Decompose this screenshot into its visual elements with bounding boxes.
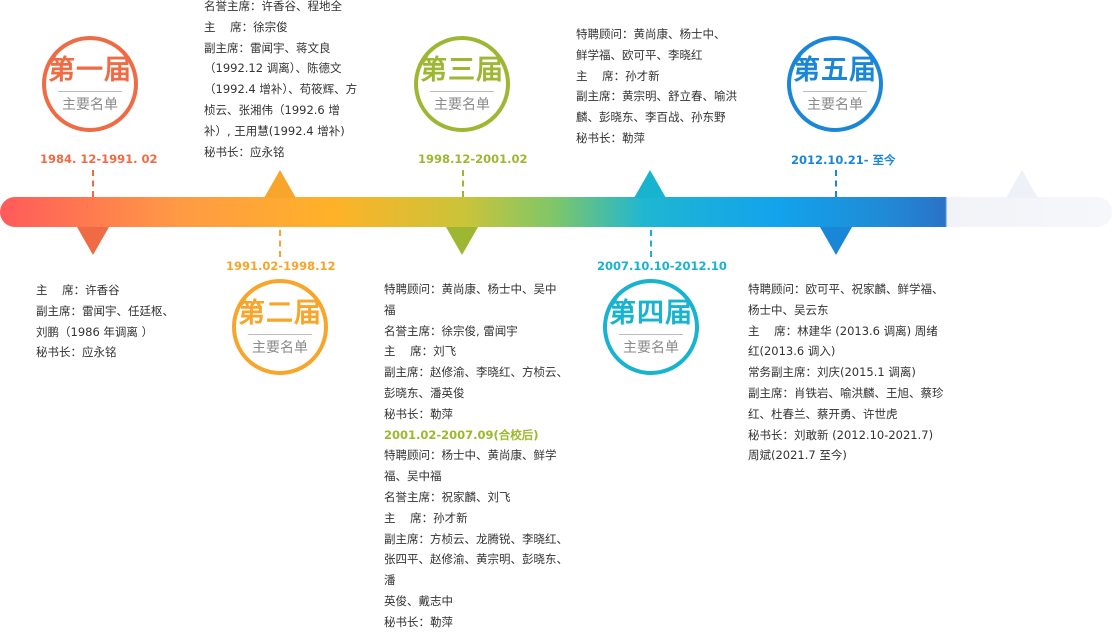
term5-connector — [835, 170, 837, 197]
term3-line: 福 — [384, 302, 396, 317]
term5-line: 主 席：林建华 (2013.6 调离) 周绪 — [748, 323, 938, 338]
term4-badge: 第四届 主要名单 — [603, 279, 699, 375]
term1-subtitle: 主要名单 — [62, 97, 118, 113]
term2-badge: 第二届 主要名单 — [232, 279, 328, 375]
term3-connector — [462, 170, 464, 197]
term3-subtitle: 主要名单 — [434, 97, 490, 113]
ghost-marker — [1006, 170, 1038, 198]
term3-members: 特聘顾问：黄尚康、杨士中、吴中 福 名誉主席：徐宗俊, 雷闻宇 主 席：刘飞 副… — [384, 279, 568, 633]
term1-marker — [77, 227, 109, 255]
term3-merged-line: 英俊、戴志中 — [384, 593, 453, 608]
term5-line: 杨士中、吴云东 — [748, 302, 829, 317]
term2-members: 名誉主席：许香谷、程地全 主 席：徐宗俊 副主席：雷闻宇、蒋文良 （1992.1… — [204, 0, 366, 162]
term4-line: 鲜学福、欧可平、李晓红 — [576, 47, 703, 62]
term3-merged-line: 主 席：孙才新 — [384, 510, 468, 525]
term3-badge: 第三届 主要名单 — [414, 36, 510, 132]
term5-line: 红(2013.6 调入) — [748, 344, 836, 359]
term5-divider — [803, 91, 867, 92]
term4-marker — [634, 170, 666, 198]
term2-line: 补）, 王用慧(1992.4 增补) — [204, 123, 345, 138]
term5-badge: 第五届 主要名单 — [787, 36, 883, 132]
term5-members: 特聘顾问：欧可平、祝家麟、鲜学福、 杨士中、吴云东 主 席：林建华 (2013.… — [748, 279, 948, 466]
term2-line: （1992.12 调离）、陈德文 — [204, 61, 342, 76]
term1-badge: 第一届 主要名单 — [42, 36, 138, 132]
term2-line: 秘书长：应永铭 — [204, 144, 285, 159]
term1-members: 主 席：许香谷 副主席：雷闻宇、任廷枢、 刘鹏（1986 年调离 ） 秘书长：应… — [36, 280, 196, 363]
term1-connector — [92, 170, 94, 197]
term2-line: 主 席：徐宗俊 — [204, 19, 288, 34]
timeline-bar — [0, 197, 1112, 227]
term2-line: 副主席：雷闻宇、蒋文良 — [204, 40, 331, 55]
term3-merged-period: 2001.02-2007.09(合校后) — [384, 427, 539, 442]
term3-date: 1998.12-2001.02 — [418, 152, 528, 166]
term4-line: 特聘顾问：黄尚康、杨士中、 — [576, 27, 726, 41]
term3-line: 主 席：刘飞 — [384, 344, 457, 359]
term5-line: 副主席：肖铁岩、喻洪麟、王旭、蔡珍 — [748, 385, 944, 400]
term5-subtitle: 主要名单 — [807, 97, 863, 113]
term3-merged-line: 名誉主席：祝家麟、刘飞 — [384, 489, 511, 504]
term1-line: 秘书长：应永铭 — [36, 345, 117, 360]
term2-divider — [248, 334, 312, 335]
term2-marker — [264, 170, 296, 198]
term5-line: 周斌(2021.7 至今) — [748, 448, 847, 463]
term3-title: 第三届 — [420, 55, 504, 86]
term4-line: 麟、彭晓东、李百战、孙东野 — [576, 110, 726, 125]
term3-merged-line: 福、吴中福 — [384, 469, 442, 484]
term1-line: 副主席：雷闻宇、任廷枢、 — [36, 303, 174, 318]
term3-marker — [446, 227, 478, 255]
term4-line: 主 席：孙才新 — [576, 68, 660, 83]
term3-merged-line: 特聘顾问：杨士中、黄尚康、鲜学 — [384, 448, 557, 463]
term1-date: 1984. 12-1991. 02 — [40, 152, 158, 166]
term2-title: 第二届 — [238, 298, 322, 329]
term2-subtitle: 主要名单 — [252, 340, 308, 356]
term5-date: 2012.10.21- 至今 — [791, 153, 896, 167]
term1-title: 第一届 — [48, 55, 132, 86]
term3-line: 名誉主席：徐宗俊, 雷闻宇 — [384, 323, 518, 338]
term4-date: 2007.10.10-2012.10 — [597, 259, 727, 273]
term3-line: 特聘顾问：黄尚康、杨士中、吴中 — [384, 282, 557, 296]
term1-line: 主 席：许香谷 — [36, 283, 120, 297]
term3-line: 副主席：赵修渝、李晓红、方桢云、 — [384, 365, 568, 380]
term2-connector — [279, 230, 281, 257]
term3-merged-line: 秘书长：勒萍 — [384, 614, 453, 629]
term2-line: 名誉主席：许香谷、程地全 — [204, 0, 342, 13]
term5-line: 特聘顾问：欧可平、祝家麟、鲜学福、 — [748, 282, 944, 296]
term4-members: 特聘顾问：黄尚康、杨士中、 鲜学福、欧可平、李晓红 主 席：孙才新 副主席：黄宗… — [576, 24, 748, 149]
term1-divider — [58, 91, 122, 92]
term3-line: 秘书长：勒萍 — [384, 406, 453, 421]
term2-line: （1992.4 增补）、苟筱辉、方 — [204, 82, 358, 97]
term3-divider — [430, 91, 494, 92]
term3-line: 彭晓东、潘英俊 — [384, 385, 465, 400]
term4-connector — [650, 230, 652, 257]
term5-line: 常务副主席：刘庆(2015.1 调离) — [748, 365, 916, 380]
term4-divider — [619, 334, 683, 335]
term4-line: 副主席：黄宗明、舒立春、喻洪 — [576, 89, 737, 104]
term3-merged-line: 副主席：方桢云、龙腾锐、李晓红、 — [384, 531, 568, 546]
term2-date: 1991.02-1998.12 — [226, 259, 336, 273]
term4-subtitle: 主要名单 — [623, 340, 679, 356]
term5-marker — [820, 227, 852, 255]
term4-line: 秘书长：勒萍 — [576, 130, 645, 145]
term5-line: 秘书长：刘敢新 (2012.10-2021.7) — [748, 427, 934, 442]
term4-title: 第四届 — [609, 298, 693, 329]
term3-merged-line: 张四平、赵修渝、黄宗明、彭晓东、潘 — [384, 552, 568, 588]
term5-title: 第五届 — [793, 55, 877, 86]
term1-line: 刘鹏（1986 年调离 ） — [36, 324, 154, 339]
term2-line: 桢云、张湘伟（1992.6 增 — [204, 102, 340, 117]
term5-line: 红、杜春兰、蔡开勇、许世虎 — [748, 406, 898, 421]
